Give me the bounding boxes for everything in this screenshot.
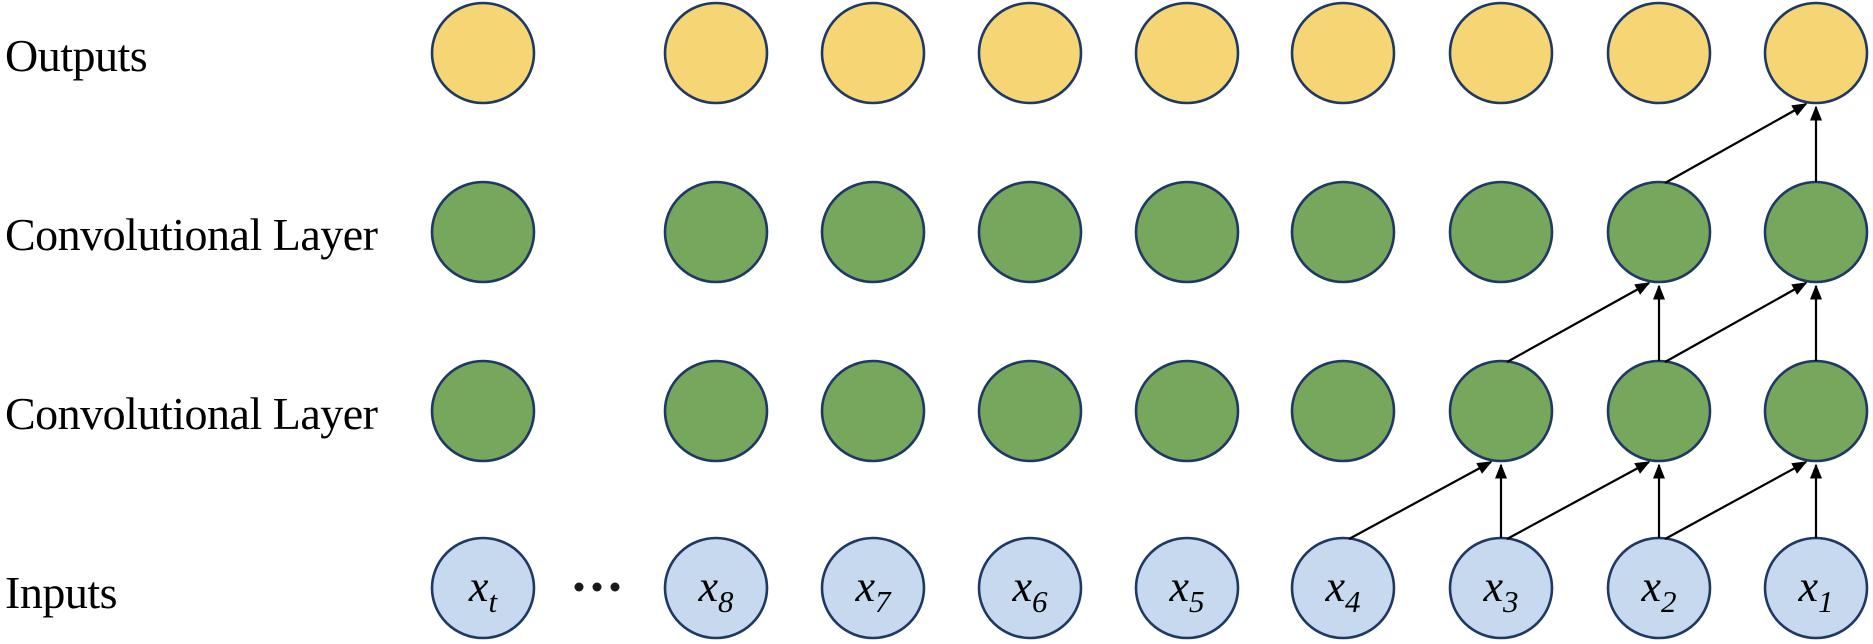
conv-layer-2-node bbox=[1134, 359, 1240, 463]
ellipsis-dot bbox=[592, 582, 602, 592]
outputs-node bbox=[663, 1, 769, 105]
inputs-node bbox=[1290, 536, 1396, 640]
inputs-node bbox=[1134, 536, 1240, 640]
conv-layer-2-node bbox=[977, 359, 1083, 463]
ellipsis-dot bbox=[610, 582, 620, 592]
outputs-node bbox=[1290, 1, 1396, 105]
outputs-node bbox=[1134, 1, 1240, 105]
conv-layer-1-node bbox=[663, 180, 769, 284]
inputs-node bbox=[430, 536, 536, 640]
row-label-conv-layer-1: Convolutional Layer bbox=[5, 209, 378, 261]
conv-layer-2-node bbox=[1606, 359, 1712, 463]
inputs-node bbox=[663, 536, 769, 640]
connection-arrow-diagonal bbox=[1664, 282, 1808, 363]
connection-arrow-diagonal bbox=[1506, 461, 1651, 540]
conv-layer-1-node bbox=[430, 180, 536, 284]
conv-layer-1-node bbox=[977, 180, 1083, 284]
outputs-node bbox=[1763, 1, 1869, 105]
conv-layer-2-node bbox=[430, 359, 536, 463]
input-node-label: x8 bbox=[697, 562, 734, 619]
conv-layer-1-node bbox=[1134, 180, 1240, 284]
ellipsis-dot bbox=[574, 582, 584, 592]
outputs-node bbox=[1448, 1, 1554, 105]
outputs-node bbox=[977, 1, 1083, 105]
input-node-label: x7 bbox=[854, 562, 892, 619]
conv-layer-2-node bbox=[1290, 359, 1396, 463]
outputs-node bbox=[1606, 1, 1712, 105]
row-label-outputs: Outputs bbox=[5, 30, 148, 82]
connection-arrow-diagonal bbox=[1664, 461, 1808, 540]
conv-layer-1-node bbox=[1290, 180, 1396, 284]
conv-layer-1-node bbox=[820, 180, 926, 284]
conv-layer-1-node bbox=[1448, 180, 1554, 284]
conv-layer-2-node bbox=[1448, 359, 1554, 463]
outputs-node bbox=[820, 1, 926, 105]
conv-layer-1-node bbox=[1763, 180, 1869, 284]
inputs-node bbox=[820, 536, 926, 640]
connection-arrow-diagonal bbox=[1506, 282, 1651, 363]
connection-arrow-diagonal bbox=[1348, 461, 1493, 540]
connection-arrow-diagonal bbox=[1664, 103, 1808, 184]
outputs-node bbox=[430, 1, 536, 105]
row-label-inputs: Inputs bbox=[5, 567, 118, 619]
conv-layer-2-node bbox=[820, 359, 926, 463]
input-node-label: x3 bbox=[1482, 562, 1518, 619]
conv-layer-1-node bbox=[1606, 180, 1712, 284]
row-label-conv-layer-2: Convolutional Layer bbox=[5, 388, 378, 440]
conv-layer-2-node bbox=[663, 359, 769, 463]
conv-layer-2-node bbox=[1763, 359, 1869, 463]
inputs-node bbox=[977, 536, 1083, 640]
